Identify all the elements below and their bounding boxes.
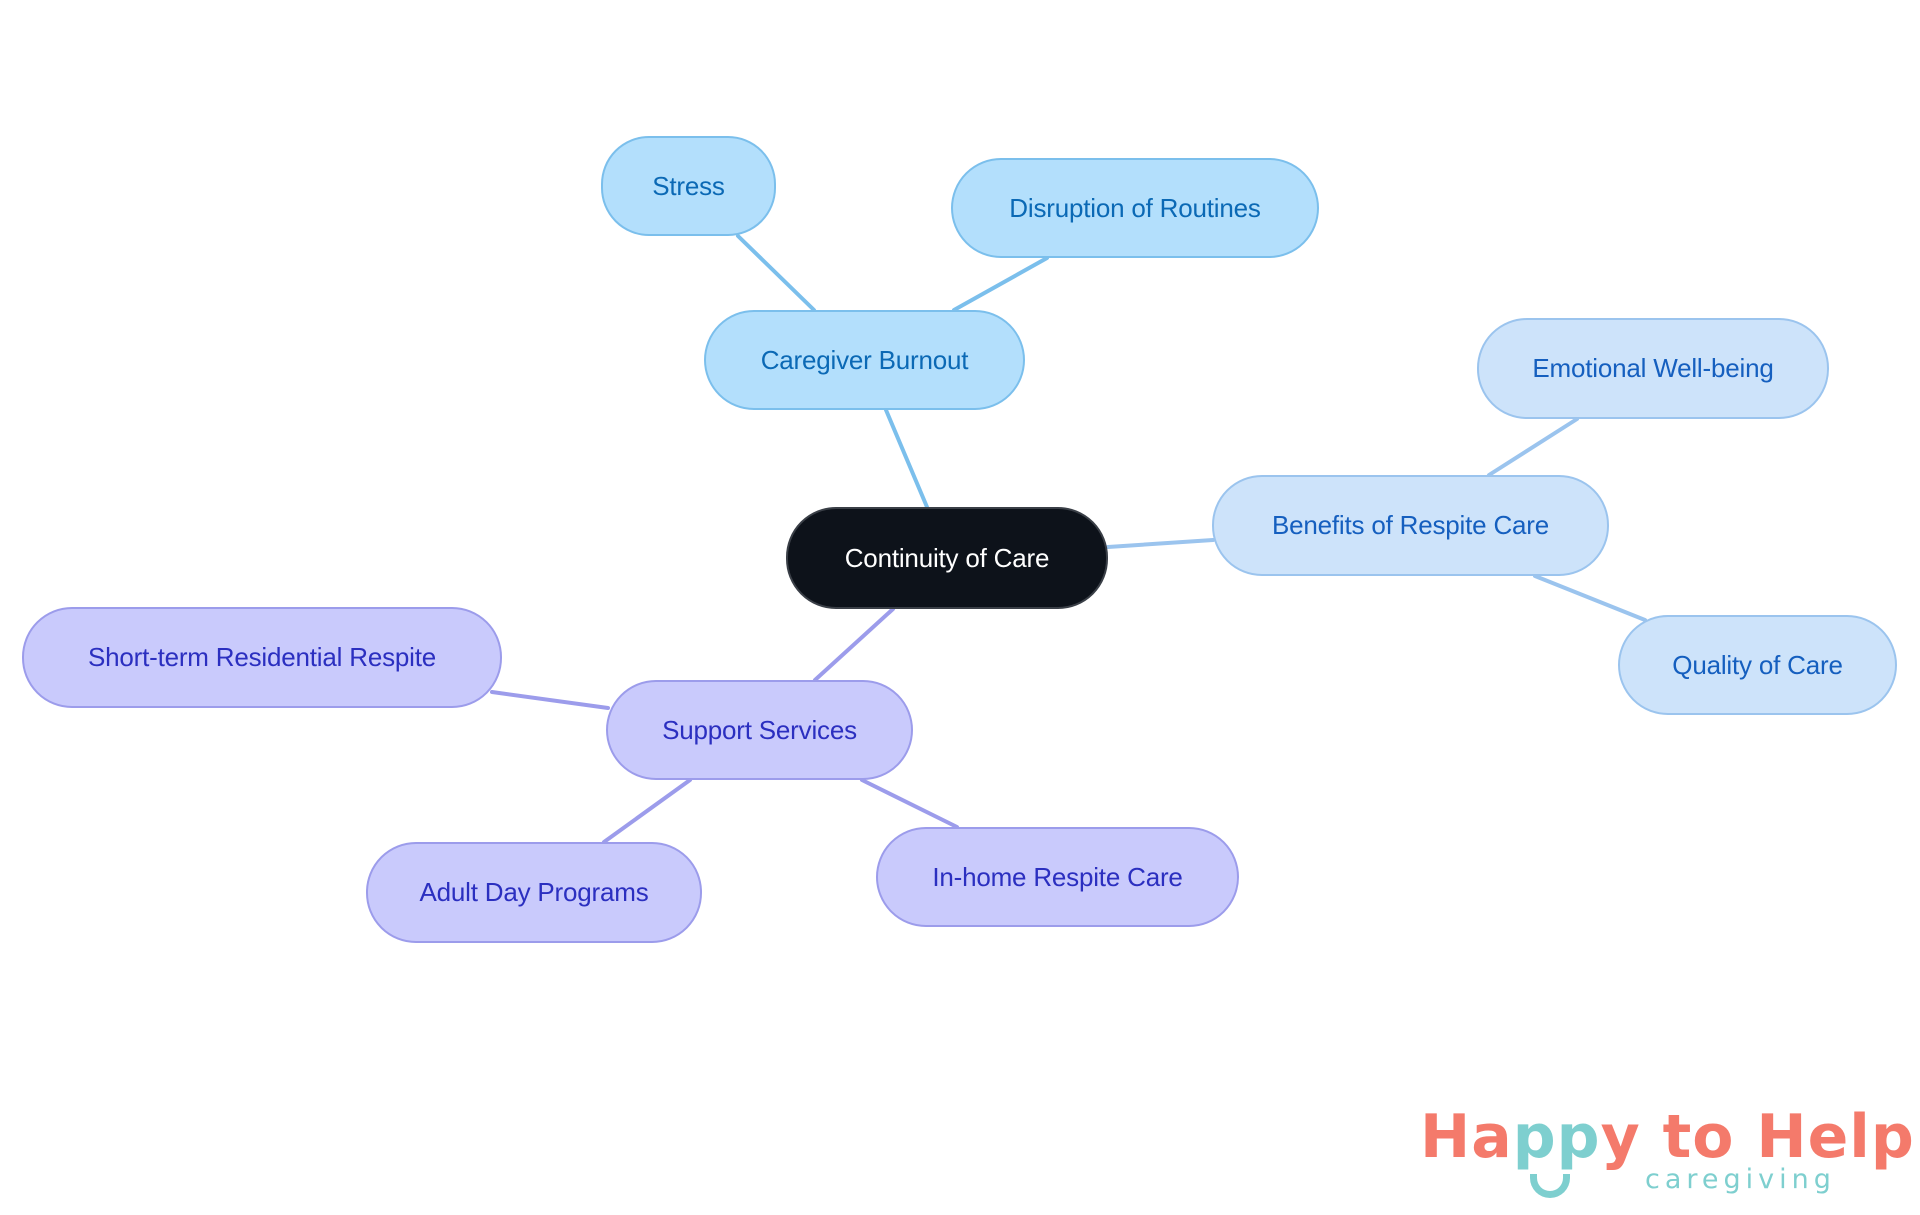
- node-label: Quality of Care: [1672, 649, 1843, 680]
- node-caregiver-burnout[interactable]: Caregiver Burnout: [704, 310, 1025, 410]
- edge-burnout-disruption: [952, 256, 1049, 312]
- edge-root-burnout: [884, 408, 929, 509]
- node-emotional-well-being[interactable]: Emotional Well-being: [1477, 318, 1829, 419]
- node-label: Emotional Well-being: [1532, 353, 1774, 383]
- edge-benefits-quality: [1533, 574, 1647, 622]
- brand-logo: Happy to Help caregiving: [1420, 1102, 1914, 1202]
- node-label: Adult Day Programs: [419, 877, 649, 907]
- node-label: In-home Respite Care: [932, 861, 1183, 892]
- smile-icon: [1530, 1174, 1570, 1198]
- node-label: Disruption of Routines: [1009, 192, 1261, 223]
- edge-root-support: [813, 607, 895, 682]
- node-label: Short-term Residential Respite: [87, 642, 437, 672]
- node-benefits-of-respite-care[interactable]: Benefits of Respite Care: [1212, 475, 1609, 576]
- node-short-term-residential-respite[interactable]: Short-term Residential Respite: [22, 607, 502, 708]
- edge-support-inhome: [860, 778, 959, 829]
- node-label: Continuity of Care: [844, 542, 1050, 573]
- node-label: Support Services: [662, 714, 857, 745]
- node-root-continuity-of-care[interactable]: Continuity of Care: [786, 507, 1108, 609]
- edge-root-benefits: [1106, 538, 1215, 549]
- node-adult-day-programs[interactable]: Adult Day Programs: [366, 842, 702, 943]
- edge-support-shortterm: [490, 690, 610, 710]
- edge-burnout-stress: [736, 234, 816, 312]
- edge-support-adultday: [602, 778, 692, 844]
- logo-text-rest: y to Help: [1600, 1102, 1915, 1172]
- node-stress[interactable]: Stress: [601, 136, 776, 236]
- node-label: Benefits of Respite Care: [1271, 510, 1549, 540]
- node-label: Stress: [652, 170, 725, 201]
- logo-text-pp: pp: [1512, 1102, 1601, 1172]
- node-disruption-of-routines[interactable]: Disruption of Routines: [951, 158, 1319, 258]
- logo-subtitle: caregiving: [1645, 1164, 1836, 1195]
- edge-benefits-emotional: [1487, 417, 1579, 477]
- logo-wordmark: Happy to Help: [1420, 1102, 1915, 1172]
- node-support-services[interactable]: Support Services: [606, 680, 913, 780]
- logo-text-ha: Ha: [1420, 1102, 1513, 1172]
- node-quality-of-care[interactable]: Quality of Care: [1618, 615, 1897, 715]
- node-in-home-respite-care[interactable]: In-home Respite Care: [876, 827, 1239, 927]
- node-label: Caregiver Burnout: [760, 344, 969, 375]
